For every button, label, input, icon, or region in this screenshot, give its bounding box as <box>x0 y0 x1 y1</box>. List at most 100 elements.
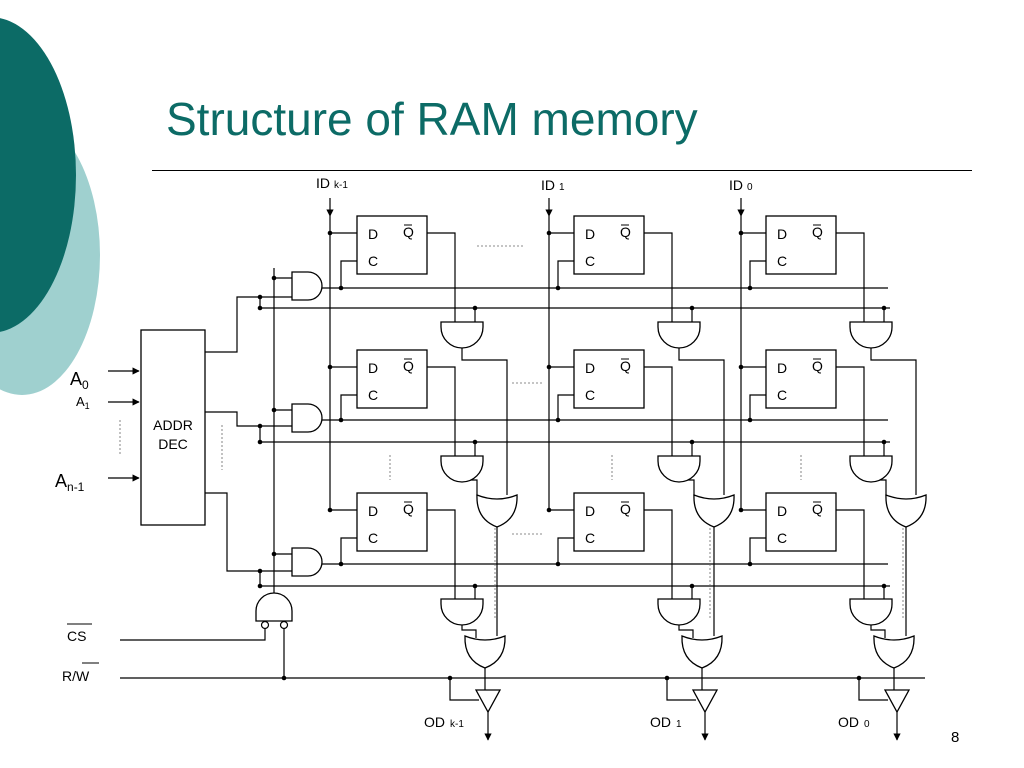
junction-dot <box>281 675 287 681</box>
junction-dot <box>856 675 862 681</box>
junction-dot <box>689 583 695 589</box>
clock-wire <box>557 260 574 288</box>
flip-flop-d-label: D <box>368 226 378 242</box>
junction-dot <box>555 561 561 567</box>
flip-flop-d-label: D <box>368 503 378 519</box>
q-output-wire <box>644 366 673 458</box>
junction-dot <box>271 551 277 557</box>
junction-dot <box>327 230 333 236</box>
junction-dot <box>257 294 263 300</box>
decoder-output-wire <box>205 411 292 427</box>
column-or-gate <box>885 494 927 528</box>
flip-flop-q-label: Q <box>403 501 414 517</box>
clock-wire <box>749 394 766 420</box>
junction-dot <box>881 583 887 589</box>
read-and-gate <box>849 598 893 626</box>
chip-select-gate <box>255 592 293 622</box>
or-input-wire <box>461 346 508 495</box>
junction-dot <box>664 675 670 681</box>
q-output-wire <box>644 232 673 324</box>
flip-flop-c-label: C <box>585 530 595 546</box>
junction-dot <box>881 305 887 311</box>
junction-dot <box>881 439 887 445</box>
column-or-gate <box>693 494 735 528</box>
flip-flop-q-label: Q <box>403 358 414 374</box>
clock-wire <box>749 537 766 564</box>
flip-flop-cell <box>356 349 428 409</box>
output-buffer <box>474 689 502 714</box>
q-output-wire <box>836 509 865 601</box>
clock-wire <box>749 260 766 288</box>
q-output-wire <box>427 366 456 458</box>
or-input-wire <box>870 346 917 495</box>
junction-dot <box>472 305 478 311</box>
flip-flop-q-label: Q <box>620 224 631 240</box>
inverter-bubble <box>260 620 270 630</box>
junction-dot <box>555 285 561 291</box>
flip-flop-q-label: Q <box>812 224 823 240</box>
junction-dot <box>738 507 744 513</box>
address-label-a0: A0 <box>70 369 89 392</box>
flip-flop-c-label: C <box>585 253 595 269</box>
junction-dot <box>327 507 333 513</box>
slide-number: 8 <box>951 729 960 746</box>
flip-flop-c-label: C <box>368 387 378 403</box>
flip-flop-d-label: D <box>585 226 595 242</box>
q-output-wire <box>644 509 673 601</box>
junction-dot <box>689 305 695 311</box>
flip-flop-cell <box>765 349 837 409</box>
junction-dot <box>747 285 753 291</box>
clock-wire <box>557 537 574 564</box>
read-and-gate <box>440 321 484 349</box>
read-and-gate <box>657 455 701 483</box>
junction-dot <box>257 439 263 445</box>
address-label-an-1: An-1 <box>55 471 85 494</box>
output-enable-wire <box>666 678 696 701</box>
junction-dot <box>689 439 695 445</box>
flip-flop-d-label: D <box>585 503 595 519</box>
flip-flop-c-label: C <box>585 387 595 403</box>
flip-flop-cell <box>356 215 428 275</box>
clock-wire <box>340 537 357 564</box>
decoder-label-line2: DEC <box>158 436 188 452</box>
junction-dot <box>257 305 263 311</box>
row-select-gate <box>291 547 323 577</box>
junction-dot <box>338 561 344 567</box>
q-output-wire <box>427 509 456 601</box>
junction-dot <box>327 364 333 370</box>
junction-dot <box>747 561 753 567</box>
junction-dot <box>546 364 552 370</box>
junction-dot <box>546 507 552 513</box>
flip-flop-c-label: C <box>777 387 787 403</box>
row-select-gate <box>291 403 323 433</box>
decor-dark-circle <box>0 18 76 332</box>
junction-dot <box>555 417 561 423</box>
inverter-bubble <box>279 620 289 630</box>
junction-dot <box>738 230 744 236</box>
junction-dot <box>546 230 552 236</box>
or-input-wire <box>870 622 886 638</box>
chip-select-label: CS <box>67 628 86 644</box>
q-output-wire <box>427 232 456 324</box>
or-input-wire <box>461 622 477 638</box>
read-and-gate <box>657 321 701 349</box>
output-enable-wire <box>858 678 888 701</box>
flip-flop-q-label: Q <box>620 358 631 374</box>
read-and-gate <box>849 321 893 349</box>
flip-flop-d-label: D <box>777 503 787 519</box>
flip-flop-cell <box>573 349 645 409</box>
junction-dot <box>257 568 263 574</box>
row-select-gate <box>291 271 323 301</box>
junction-dot <box>271 275 277 281</box>
flip-flop-c-label: C <box>777 253 787 269</box>
read-and-gate <box>849 455 893 483</box>
address-label-a1: A1 <box>76 394 90 411</box>
read-and-gate <box>440 455 484 483</box>
title-divider <box>152 170 972 171</box>
flip-flop-d-label: D <box>777 360 787 376</box>
